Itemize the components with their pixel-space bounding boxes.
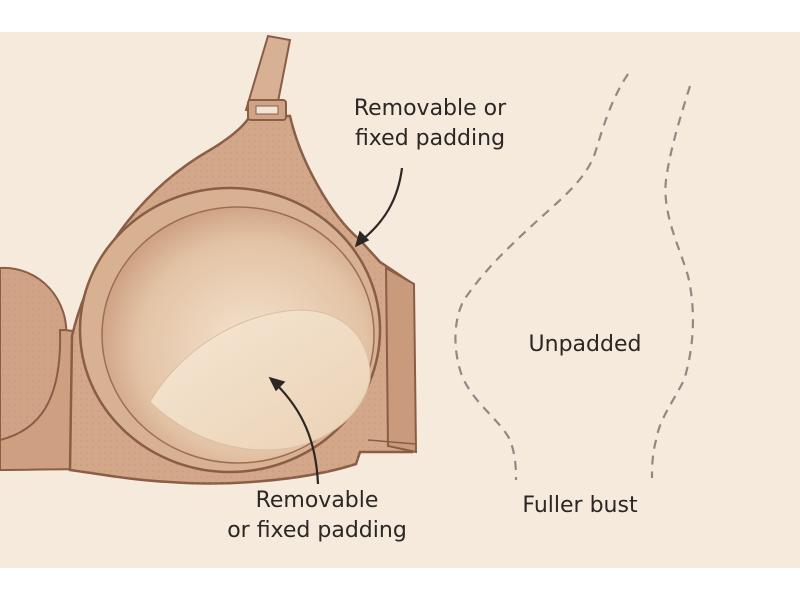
label-line: fixed padding [354, 126, 506, 151]
label-top-padding: Removable or fixed padding [340, 94, 520, 154]
curved-arrow-icon [354, 167, 404, 248]
dashed-outline-right [650, 85, 694, 479]
label-line: Removable or [353, 96, 507, 121]
dashed-outline-left [454, 73, 629, 481]
label-bottom-padding: Removable or fixed padding [212, 486, 422, 546]
padding-insert [149, 309, 371, 451]
curved-arrow-icon [268, 376, 320, 485]
label-line: or fixed padding [227, 518, 407, 543]
label-fuller-bust: Fuller bust [522, 493, 638, 518]
label-line: Removable [255, 488, 379, 513]
side-band [384, 266, 418, 454]
label-unpadded: Unpadded [528, 332, 642, 357]
